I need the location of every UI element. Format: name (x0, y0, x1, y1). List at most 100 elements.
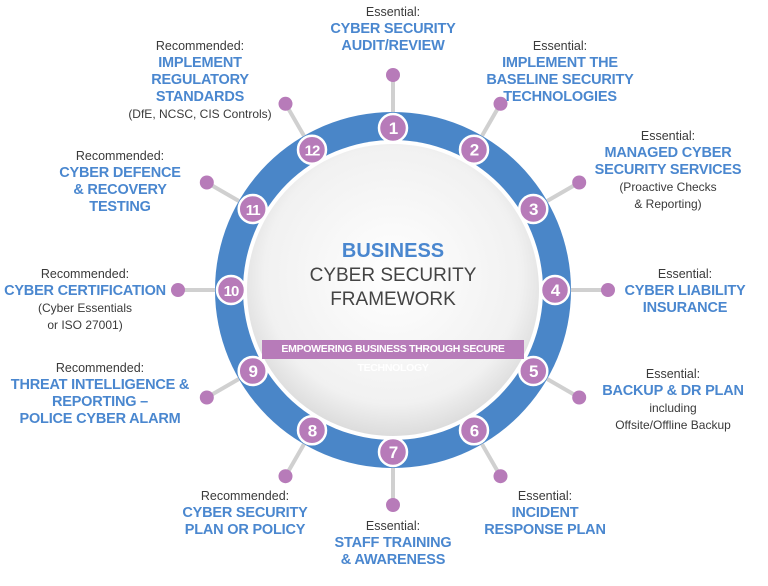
step-number-10: 10 (224, 283, 239, 300)
connector-dot (386, 498, 400, 512)
step-note-line: including (649, 401, 697, 415)
connector-dot (601, 283, 615, 297)
step-badge-12 (296, 134, 328, 165)
step-note-line: (Proactive Checks (619, 180, 717, 194)
tagline-band: EMPOWERING BUSINESS THROUGH SECURE TECHN… (262, 340, 524, 374)
step-kind: Recommended: (155, 39, 245, 53)
step-note-line: & Reporting) (634, 197, 702, 211)
step-number-1: 1 (389, 119, 398, 138)
step-title-line: & RECOVERY (73, 182, 167, 198)
connector-dot (199, 175, 214, 190)
center-line-3: FRAMEWORK (330, 289, 456, 310)
step-badge-2 (458, 134, 490, 165)
step-kind: Essential: (365, 5, 421, 19)
step-title-line: INCIDENT (511, 505, 579, 521)
connector-dot (493, 469, 508, 484)
step-title-line: THREAT INTELLIGENCE & (10, 377, 190, 393)
step-kind: Recommended: (40, 267, 130, 281)
step-kind: Essential: (532, 39, 588, 53)
connector-dot (572, 175, 587, 190)
step-note-line: (DfE, NCSC, CIS Controls) (128, 107, 272, 121)
step-number-4: 4 (551, 281, 561, 300)
step-label-7: Essential: STAFF TRAINING& AWARENESS (300, 518, 486, 569)
step-title-line: MANAGED CYBER (604, 145, 732, 161)
step-title-line: TESTING (89, 199, 151, 215)
step-badge-8 (296, 415, 328, 446)
step-kind: Essential: (517, 489, 573, 503)
step-number-6: 6 (470, 421, 479, 440)
connector-dot (493, 96, 508, 111)
step-note-line: or ISO 27001) (47, 318, 123, 332)
step-number-5: 5 (529, 362, 538, 381)
step-title-line: PLAN OR POLICY (184, 522, 306, 538)
step-title-line: REGULATORY (151, 72, 249, 88)
connector-dot (278, 96, 293, 111)
connector-dot (572, 390, 587, 405)
step-kind: Essential: (640, 129, 696, 143)
step-number-7: 7 (389, 443, 398, 462)
step-title-line: INSURANCE (642, 300, 728, 316)
step-title-line: STAFF TRAINING (334, 535, 452, 551)
step-title-line: CYBER SECURITY (330, 21, 456, 37)
step-badge-7 (377, 436, 409, 468)
step-number-3: 3 (529, 200, 538, 219)
step-title-line: BASELINE SECURITY (486, 72, 634, 88)
step-title-line: BACKUP & DR PLAN (602, 383, 744, 399)
step-kind: Essential: (657, 267, 713, 281)
step-kind: Recommended: (75, 149, 165, 163)
step-title-line: IMPLEMENT (158, 55, 242, 71)
step-label-10: Recommended: CYBER CERTIFICATION (Cyber Es… (0, 266, 170, 334)
step-kind: Essential: (365, 519, 421, 533)
connector-dot (171, 283, 185, 297)
step-title-line: CYBER LIABILITY (624, 283, 746, 299)
center-line-1: BUSINESS (341, 240, 445, 262)
step-badge-10 (215, 274, 247, 306)
step-badge-5 (518, 355, 549, 387)
step-number-9: 9 (248, 362, 257, 381)
center-line-2: CYBER SECURITY (309, 265, 477, 286)
step-title-line: CYBER CERTIFICATION (4, 283, 166, 299)
step-note-line: Offsite/Offline Backup (615, 418, 731, 432)
step-badge-4 (539, 274, 571, 306)
step-number-11: 11 (246, 202, 261, 219)
step-title-line: POLICE CYBER ALARM (19, 411, 181, 427)
step-kind: Recommended: (55, 361, 145, 375)
step-badge-9 (237, 355, 268, 387)
step-title-line: CYBER SECURITY (182, 505, 308, 521)
connector-dot (278, 469, 293, 484)
step-title-line: RESPONSE PLAN (484, 522, 606, 538)
step-badge-1 (377, 112, 409, 144)
step-label-9: Recommended: THREAT INTELLIGENCE &REPORTI… (0, 360, 200, 428)
step-badge-3 (518, 193, 549, 225)
connector-dot (386, 68, 400, 82)
step-title-line: STANDARDS (155, 89, 245, 105)
step-kind: Essential: (645, 367, 701, 381)
step-title-line: AUDIT/REVIEW (341, 38, 445, 54)
step-number-2: 2 (470, 141, 479, 160)
step-title-line: CYBER DEFENCE (59, 165, 181, 181)
connector-dot (199, 390, 214, 405)
step-title-line: SECURITY SERVICES (594, 162, 742, 178)
step-note-line: (Cyber Essentials (37, 301, 133, 315)
step-title-line: IMPLEMENT THE (502, 55, 618, 71)
step-badge-11 (237, 193, 268, 225)
step-title-line: TECHNOLOGIES (503, 89, 617, 105)
step-number-12: 12 (305, 143, 320, 160)
step-title-line: REPORTING – (51, 394, 149, 410)
step-kind: Recommended: (200, 489, 290, 503)
step-badge-6 (458, 415, 490, 446)
center-title: BUSINESS CYBER SECURITY FRAMEWORK (283, 238, 503, 312)
step-title-line: & AWARENESS (340, 552, 446, 568)
inner-circle (247, 144, 539, 436)
